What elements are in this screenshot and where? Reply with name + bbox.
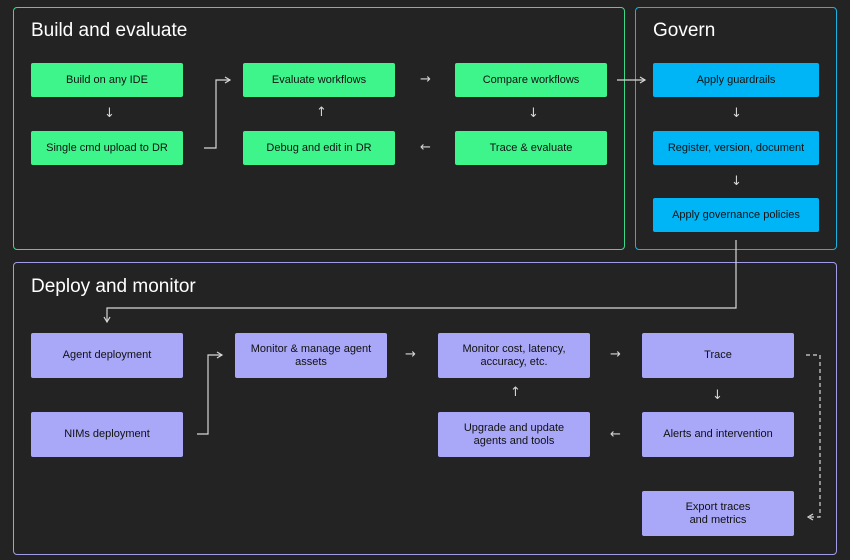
node-trace-evaluate: Trace & evaluate [455, 131, 607, 165]
arrow-right-icon: → [420, 72, 431, 87]
arrow-down-icon: ↓ [712, 388, 723, 403]
node-nims-deployment: NIMs deployment [31, 412, 183, 457]
arrow-right-icon: → [405, 347, 416, 362]
node-upgrade-update: Upgrade and update agents and tools [438, 412, 590, 457]
arrow-down-icon: ↓ [731, 106, 742, 121]
node-agent-deployment: Agent deployment [31, 333, 183, 378]
node-debug-edit: Debug and edit in DR [243, 131, 395, 165]
node-register-version: Register, version, document [653, 131, 819, 165]
node-evaluate-workflows: Evaluate workflows [243, 63, 395, 97]
arrow-up-icon: ↑ [316, 105, 327, 120]
arrow-down-icon: ↓ [731, 174, 742, 189]
node-build-on-ide: Build on any IDE [31, 63, 183, 97]
arrow-left-icon: ← [610, 427, 621, 442]
node-apply-guardrails: Apply guardrails [653, 63, 819, 97]
node-compare-workflows: Compare workflows [455, 63, 607, 97]
node-governance-policies: Apply governance policies [653, 198, 819, 232]
node-export-traces: Export traces and metrics [642, 491, 794, 536]
arrow-up-icon: ↑ [510, 385, 521, 400]
deploy-monitor-title: Deploy and monitor [31, 276, 196, 297]
node-alerts-intervention: Alerts and intervention [642, 412, 794, 457]
node-trace: Trace [642, 333, 794, 378]
build-evaluate-title: Build and evaluate [31, 20, 188, 41]
node-monitor-manage: Monitor & manage agent assets [235, 333, 387, 378]
arrow-down-icon: ↓ [528, 106, 539, 121]
node-single-cmd-upload: Single cmd upload to DR [31, 131, 183, 165]
node-monitor-cost: Monitor cost, latency, accuracy, etc. [438, 333, 590, 378]
arrow-down-icon: ↓ [104, 106, 115, 121]
arrow-left-icon: ← [420, 140, 431, 155]
arrow-right-icon: → [610, 347, 621, 362]
govern-title: Govern [653, 20, 716, 41]
build-evaluate-panel: Build and evaluate [13, 7, 625, 250]
